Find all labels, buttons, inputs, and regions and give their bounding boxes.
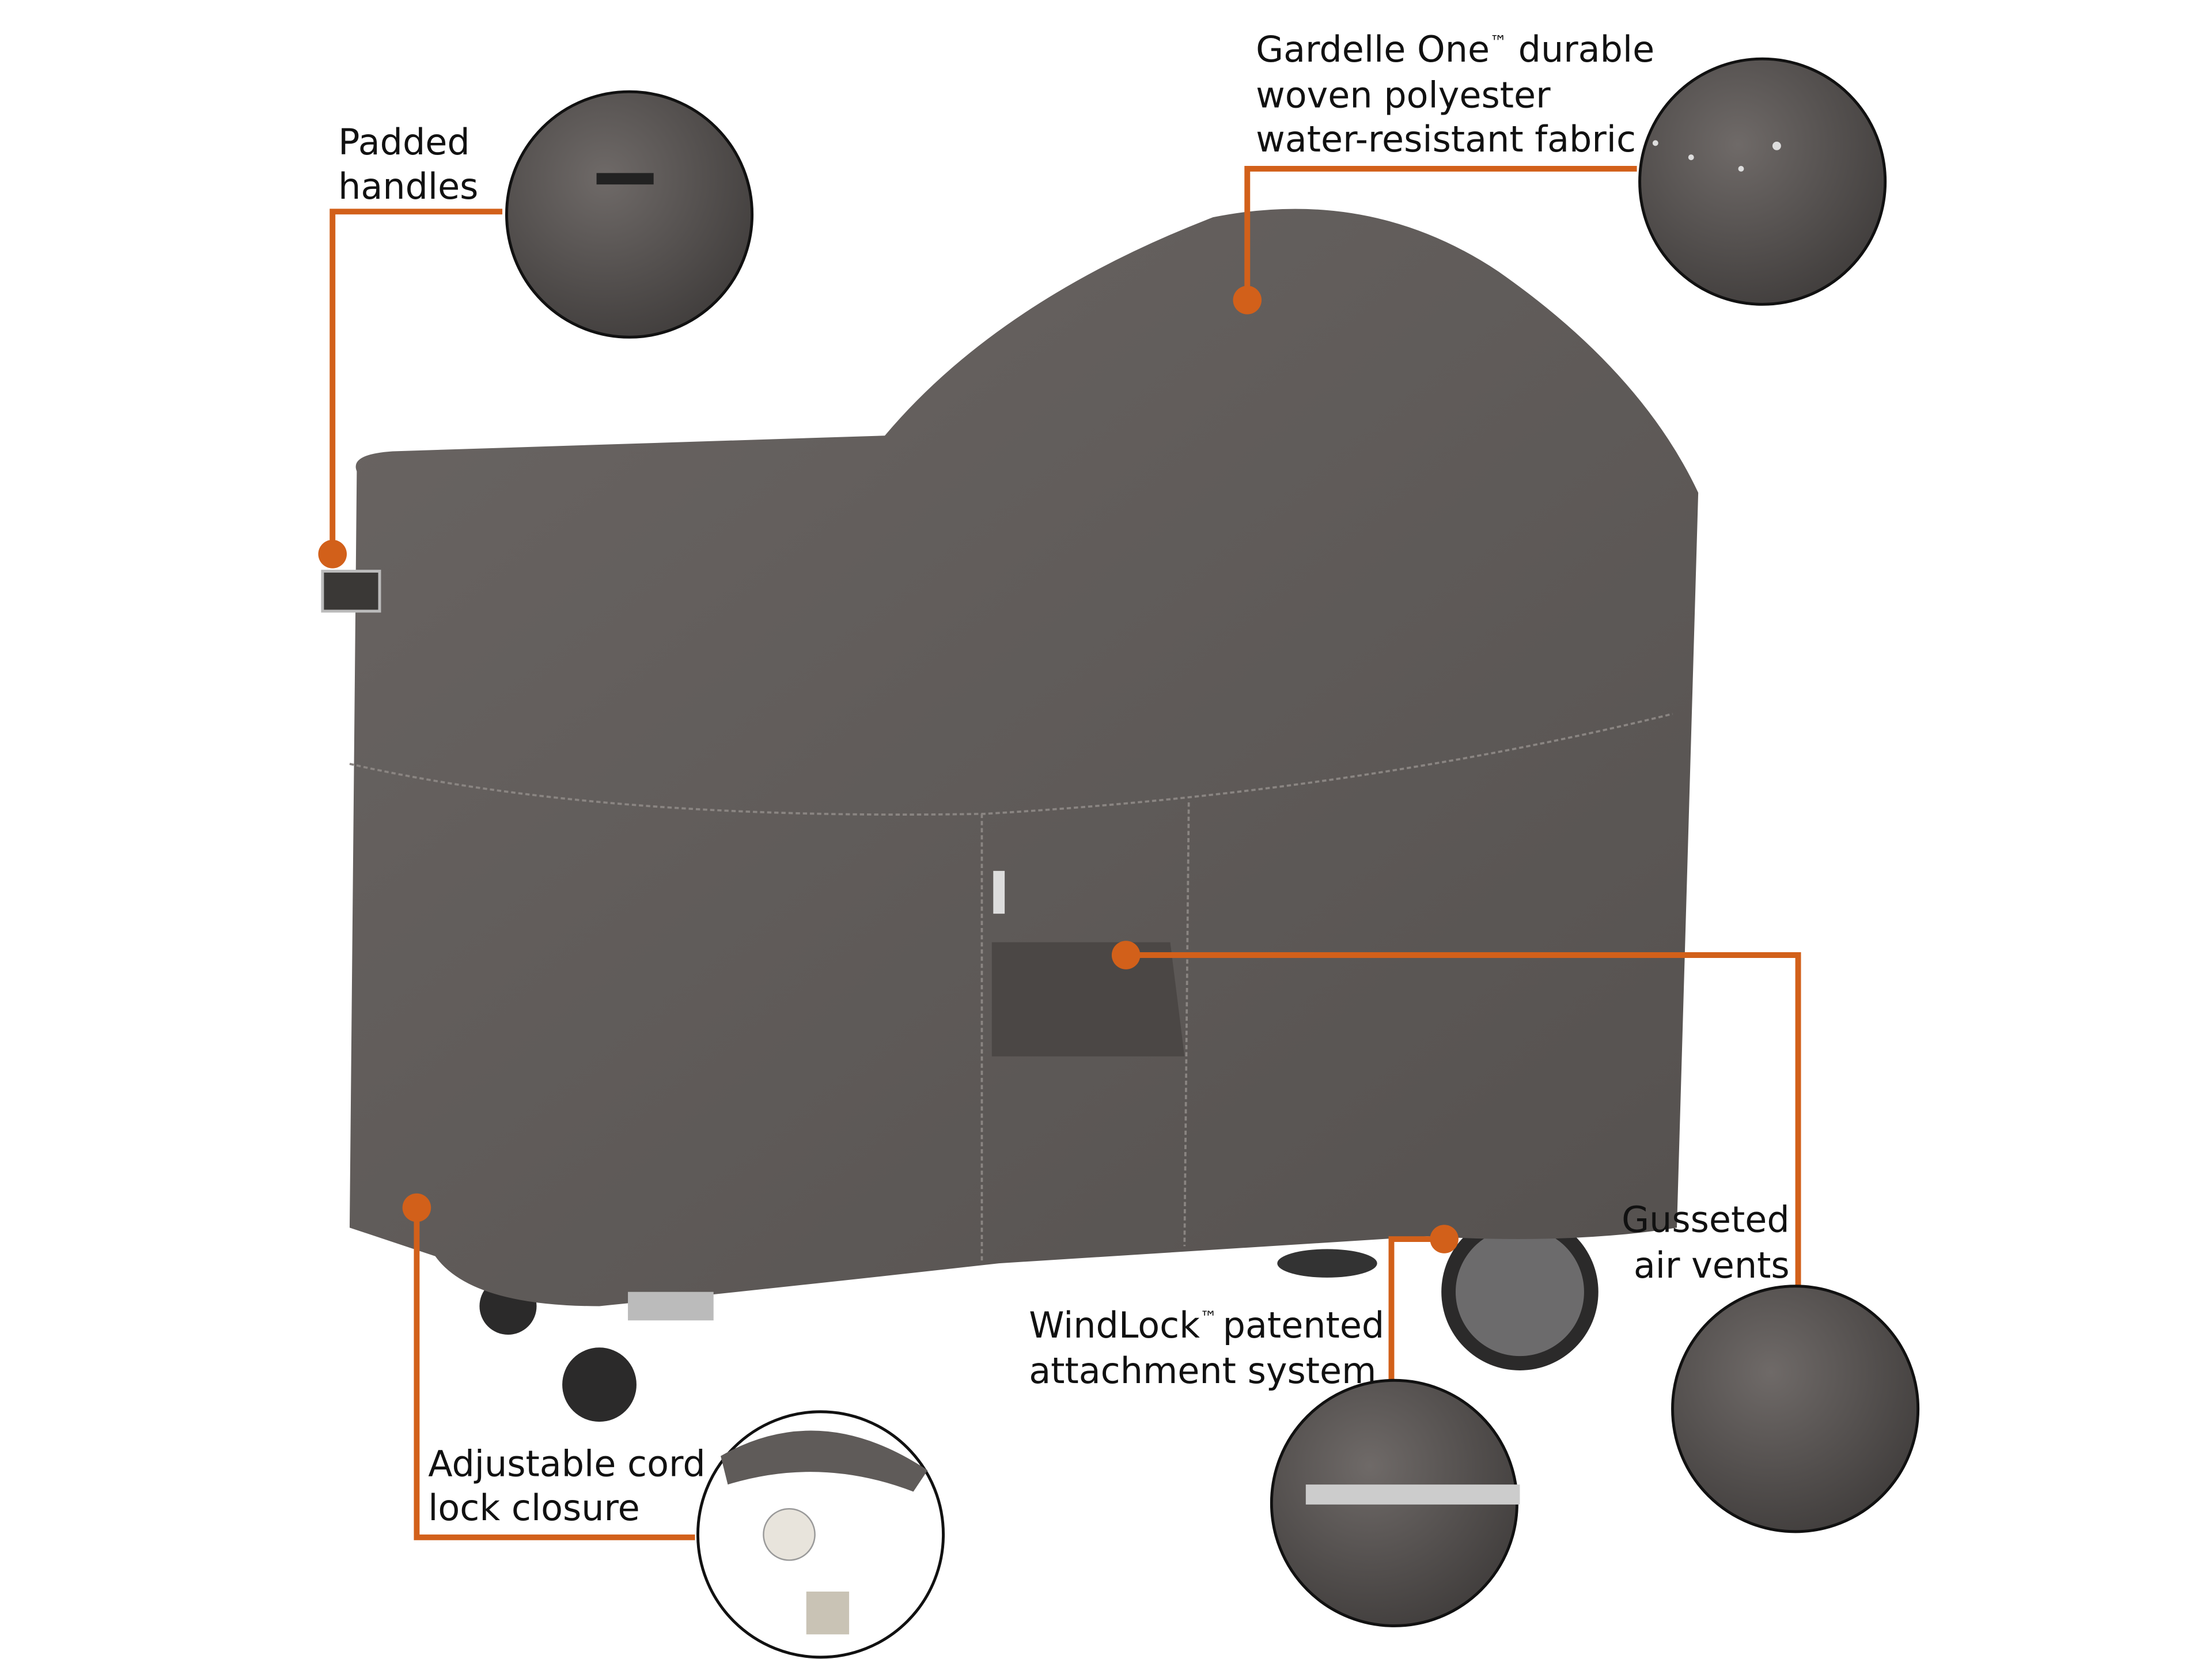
callout-padded-handles: Padded handles: [318, 90, 754, 569]
callout-dot: [1111, 941, 1141, 969]
callout-label: lock closure: [428, 1487, 640, 1529]
callout-label: water-resistant fabric: [1256, 119, 1636, 160]
vent-detail-inset: [1671, 1285, 1920, 1533]
callout-label: handles: [338, 166, 478, 207]
callout-dot: [1233, 286, 1262, 315]
callout-dot: [402, 1193, 431, 1222]
fabric-detail-inset: [1638, 57, 1887, 306]
callout-label: attachment system: [1029, 1350, 1376, 1392]
grill-cover-image: [321, 209, 1699, 1422]
callout-label: woven polyester: [1256, 74, 1551, 116]
callout-label: Adjustable cord: [428, 1443, 705, 1484]
callout-cord-lock: Adjustable cord lock closure: [402, 1193, 945, 1659]
callout-air-vents: Gusseted air vents: [1111, 941, 1920, 1533]
cover-body: [349, 209, 1699, 1306]
callout-label: Gusseted: [1622, 1199, 1790, 1241]
handle-detail-inset: [505, 90, 754, 339]
caster-wheel: [562, 1347, 637, 1422]
callout-label: Padded: [338, 122, 470, 163]
callout-label: air vents: [1634, 1245, 1790, 1286]
callout-dot: [318, 540, 347, 569]
callout-dot: [1430, 1225, 1459, 1253]
